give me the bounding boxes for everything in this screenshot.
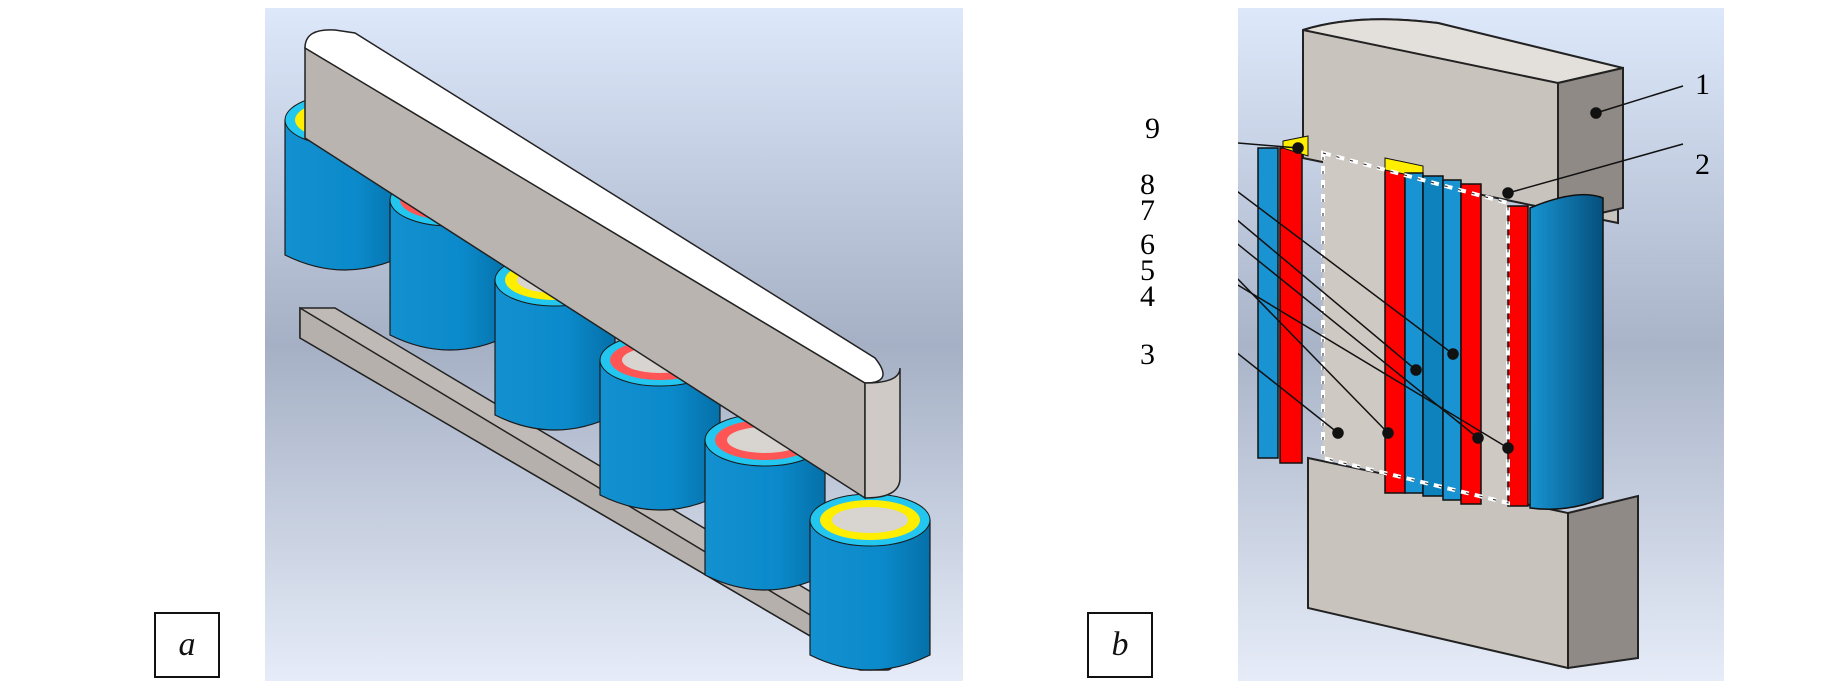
winding-center-3 — [1442, 179, 1462, 501]
winding-center-2 — [1422, 175, 1444, 497]
callout-9: 9 — [1145, 112, 1160, 145]
winding-cylinder — [809, 493, 931, 671]
callout-1: 1 — [1695, 68, 1710, 101]
winding-center-1 — [1404, 172, 1424, 494]
insulation-right — [1507, 205, 1529, 507]
panel-b-cutaway — [1092, 8, 1724, 681]
cutaway-illustration — [1092, 8, 1724, 681]
upper-yoke-top — [1302, 18, 1624, 85]
panel-label-b: b — [1087, 612, 1153, 678]
callout-4: 4 — [1140, 280, 1155, 313]
panel-a-core-assembly — [265, 8, 963, 681]
callout-6: 6 — [1140, 228, 1155, 261]
panel-label-a: a — [154, 612, 220, 678]
insulation-left — [1279, 147, 1303, 464]
insulation-center-2 — [1460, 183, 1482, 505]
core-assembly-illustration — [265, 8, 963, 681]
panel-label-b-text: b — [1111, 626, 1129, 663]
insulation-center-1 — [1384, 167, 1406, 494]
lower-yoke-side — [1567, 494, 1639, 670]
upper-yoke-top — [304, 29, 884, 384]
callout-5: 5 — [1140, 254, 1155, 287]
winding-outer-right — [1529, 193, 1604, 510]
panel-label-a-text: a — [178, 626, 196, 663]
callout-2: 2 — [1695, 148, 1710, 181]
cut-outline-dark — [1322, 152, 1509, 504]
callout-7: 7 — [1140, 194, 1155, 227]
callout-3: 3 — [1140, 338, 1155, 371]
upper-yoke-side — [1557, 66, 1624, 225]
upper-yoke-end — [864, 367, 901, 499]
callout-8: 8 — [1140, 168, 1155, 201]
